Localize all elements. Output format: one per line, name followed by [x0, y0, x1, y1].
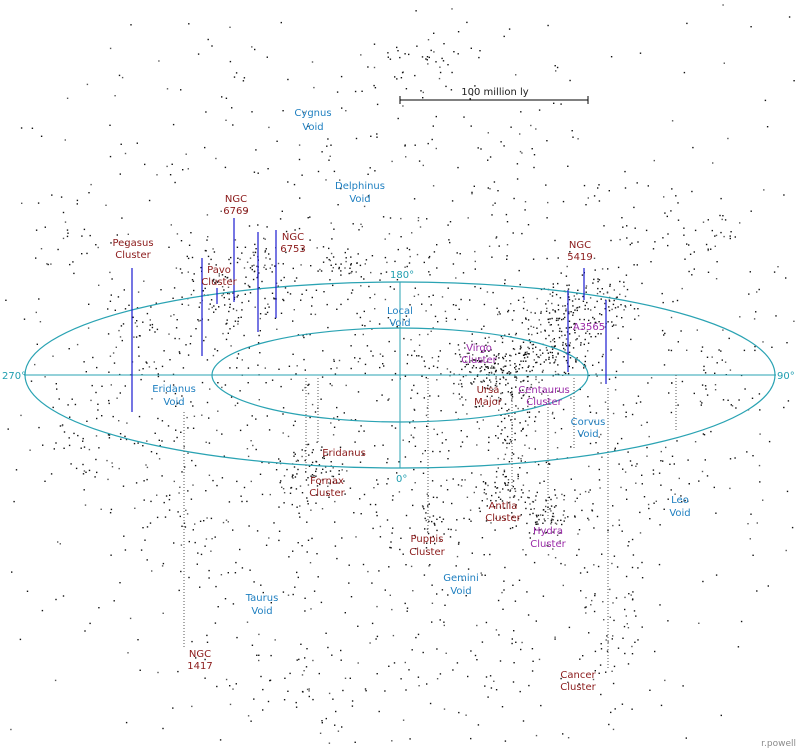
- degree-0: 0°: [396, 474, 407, 485]
- label-a3565: A3565: [573, 322, 605, 333]
- galaxy-dots: [5, 4, 795, 744]
- scale-bar: 100 million ly: [399, 87, 589, 104]
- degree-180: 180°: [390, 270, 414, 281]
- degree-270: 270°: [2, 371, 26, 382]
- label-eridanus: Eridanus: [322, 448, 366, 459]
- scale-bar-label: 100 million ly: [461, 87, 529, 98]
- drop-lines-above: [131, 218, 607, 412]
- degree-90: 90°: [777, 371, 795, 382]
- drop-lines-below: [183, 375, 677, 668]
- credit-text: r.powell: [761, 739, 796, 749]
